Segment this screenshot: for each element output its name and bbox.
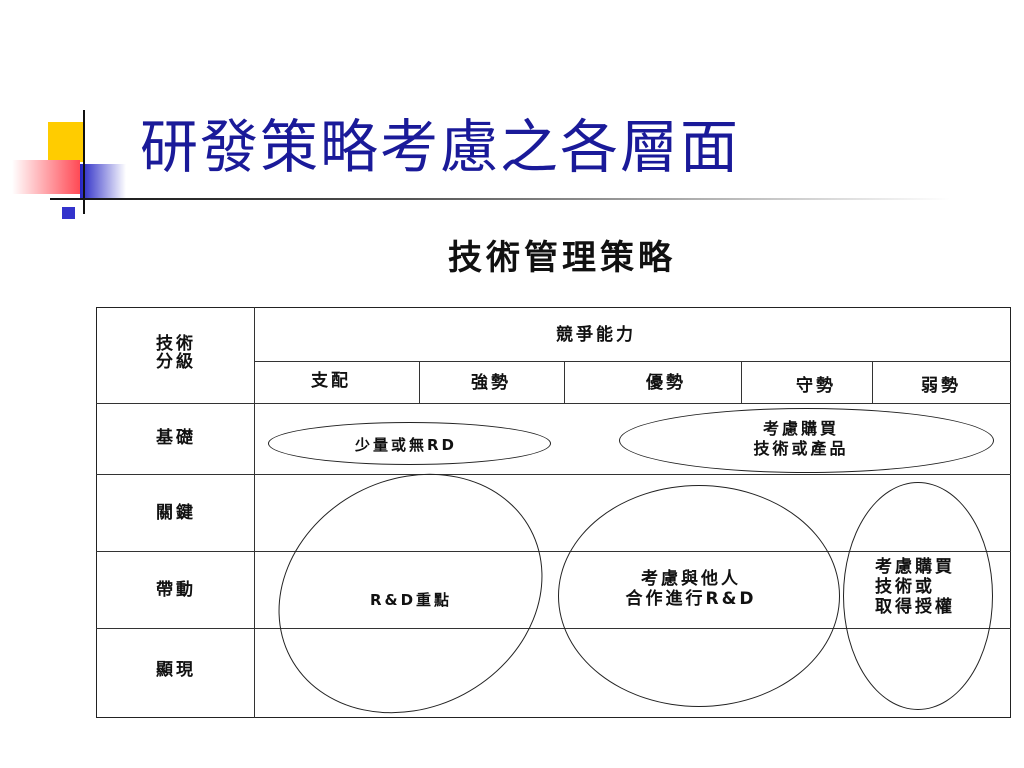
slide-title: 研發策略考慮之各層面 bbox=[140, 113, 741, 181]
grid-hline-row2 bbox=[96, 551, 1011, 552]
ellipse-license-label-3: 取得授權 bbox=[875, 597, 955, 617]
ellipse-cooperate bbox=[558, 485, 840, 707]
grid-vline-col4 bbox=[872, 361, 873, 403]
logo-red-square bbox=[12, 160, 80, 194]
slide-logo bbox=[0, 0, 140, 230]
row-label-emerging: 顯現 bbox=[156, 660, 196, 680]
grid-hline-row3 bbox=[96, 628, 1011, 629]
logo-small-square bbox=[62, 207, 75, 219]
row-label-base: 基礎 bbox=[156, 428, 196, 448]
grid-vline-label-col bbox=[254, 307, 255, 718]
ellipse-buy-technology bbox=[619, 408, 994, 473]
row-label-pacing: 帶動 bbox=[156, 580, 196, 600]
matrix-frame bbox=[96, 307, 1011, 718]
logo-vertical-line bbox=[83, 110, 85, 214]
competitive-header: 競爭能力 bbox=[556, 325, 636, 345]
logo-blue-square bbox=[80, 164, 126, 200]
ellipse-license-label-1: 考慮購買 bbox=[875, 557, 955, 577]
corner-header-line2: 分級 bbox=[156, 352, 196, 372]
logo-yellow-square bbox=[48, 122, 85, 162]
column-header-defensive: 守勢 bbox=[796, 376, 836, 396]
ellipse-cooperate-label-1: 考慮與他人 bbox=[641, 569, 741, 589]
ellipse-small-rd-label: 少量或無RD bbox=[354, 436, 457, 454]
grid-hline-header-bottom bbox=[96, 403, 1011, 404]
grid-hline-row1 bbox=[96, 474, 1011, 475]
ellipse-buy-technology-label-1: 考慮購買 bbox=[762, 419, 839, 438]
diagram-title: 技術管理策略 bbox=[448, 238, 676, 278]
ellipse-rd-focus-label: R&D重點 bbox=[369, 591, 453, 609]
column-header-favorable: 優勢 bbox=[646, 373, 686, 393]
strategy-matrix: 技術 分級 競爭能力 支配 強勢 優勢 守勢 弱勢 基礎 關鍵 帶動 顯現 少量… bbox=[96, 307, 1011, 759]
ellipse-cooperate-label-2: 合作進行R&D bbox=[625, 589, 757, 609]
ellipse-license bbox=[843, 482, 993, 710]
corner-header-line1: 技術 bbox=[156, 334, 196, 354]
grid-vline-col1 bbox=[419, 361, 420, 403]
column-header-dominant: 支配 bbox=[311, 371, 351, 391]
ellipse-small-rd bbox=[268, 422, 551, 465]
row-label-key: 關鍵 bbox=[156, 503, 196, 523]
grid-vline-col2 bbox=[564, 361, 565, 403]
ellipse-license-label-2: 技術或 bbox=[875, 577, 935, 597]
ellipse-buy-technology-label-2: 技術或產品 bbox=[753, 439, 849, 458]
grid-hline-header-mid bbox=[254, 361, 1011, 362]
title-underline bbox=[50, 198, 950, 200]
column-header-strong: 強勢 bbox=[471, 373, 511, 393]
column-header-weak: 弱勢 bbox=[921, 376, 961, 396]
grid-vline-col3 bbox=[741, 361, 742, 403]
